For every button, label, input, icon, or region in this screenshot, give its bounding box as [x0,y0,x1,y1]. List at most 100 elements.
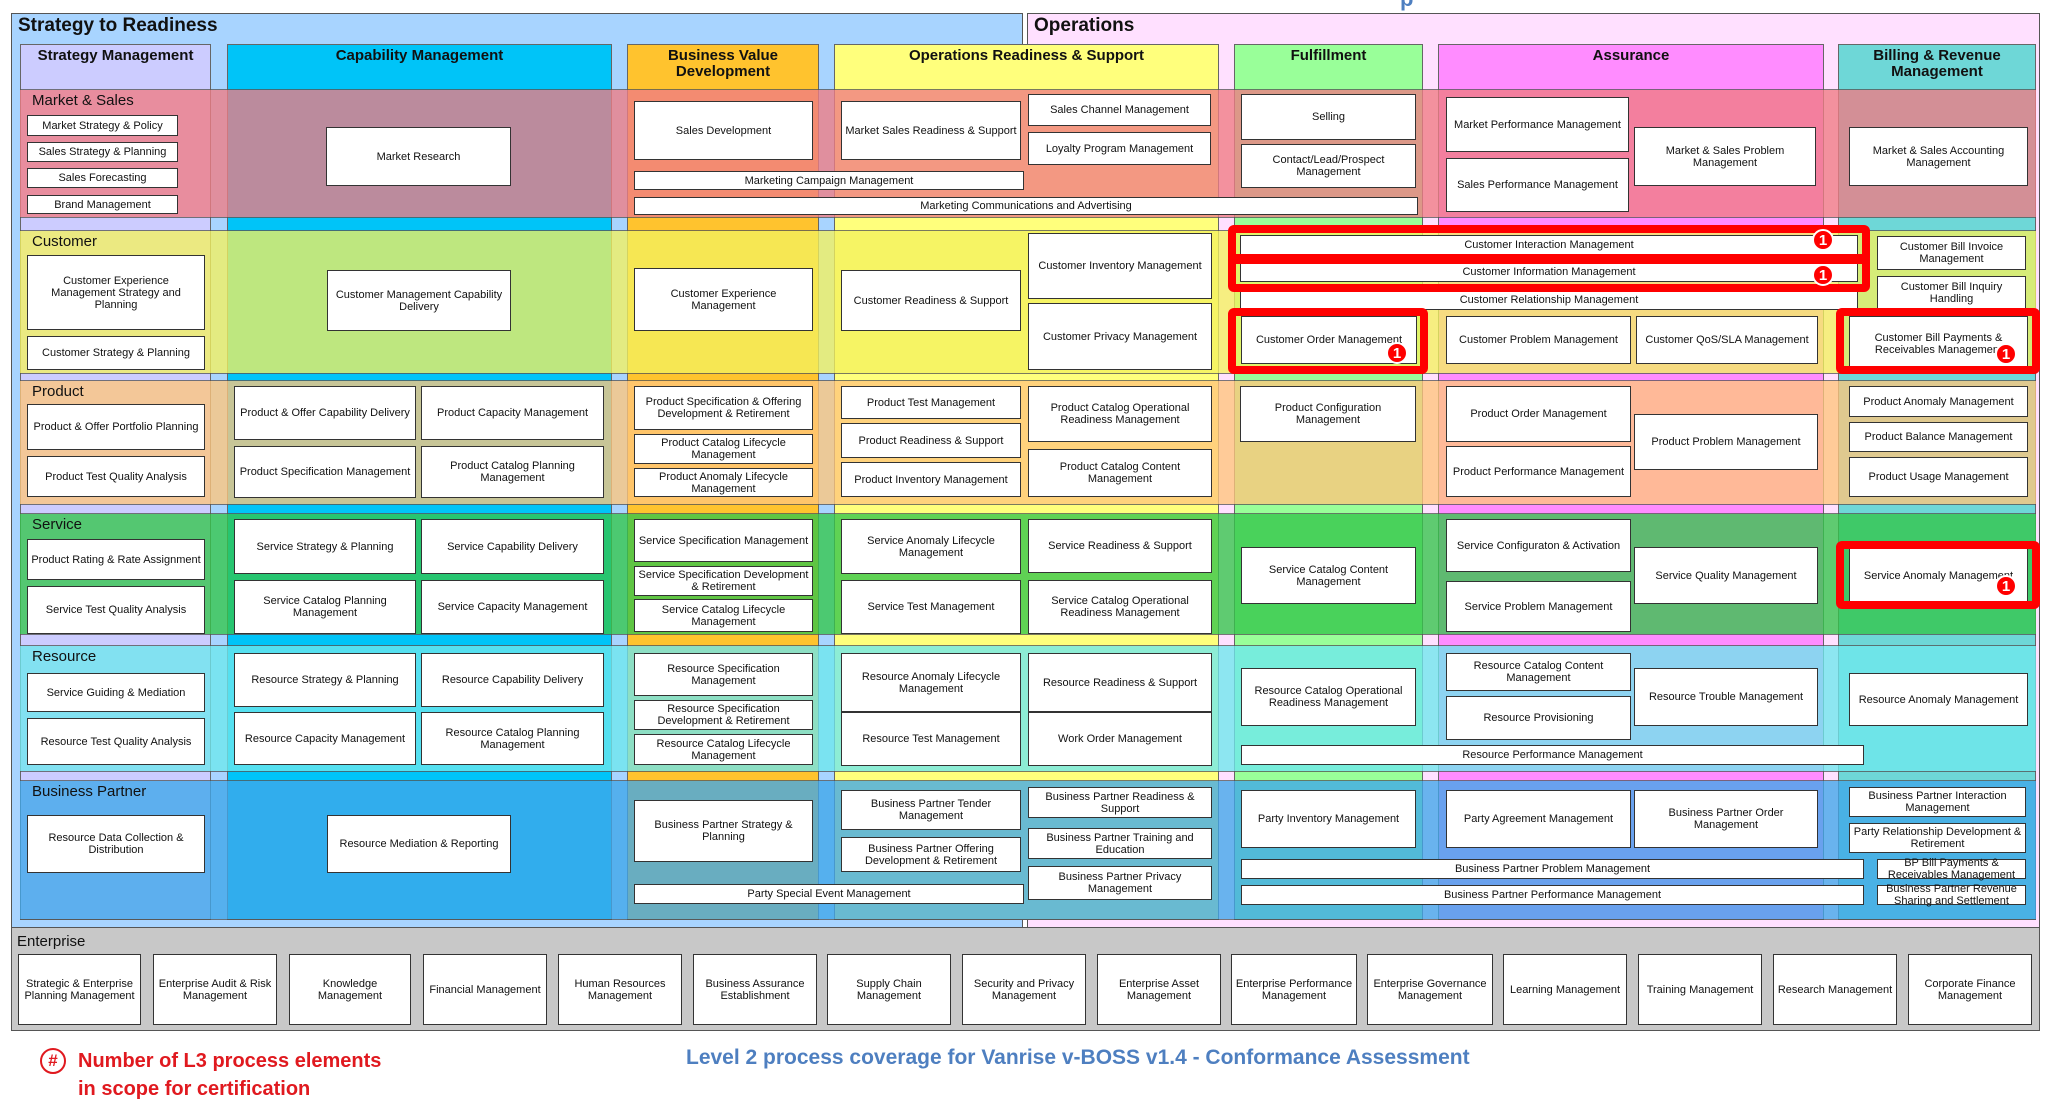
process-box-product-configuration-management[interactable]: Product Configuration Management [1240,386,1416,442]
process-box-business-partner-interaction-management[interactable]: Business Partner Interaction Management [1849,787,2026,817]
process-box-business-partner-training-and-education[interactable]: Business Partner Training and Education [1028,828,1212,859]
process-box-service-capacity-management[interactable]: Service Capacity Management [421,580,604,634]
process-box-market-research[interactable]: Market Research [326,127,511,186]
enterprise-box-enterprise-performance-management[interactable]: Enterprise Performance Management [1231,954,1357,1025]
process-box-product-catalog-content-management[interactable]: Product Catalog Content Management [1028,449,1212,497]
process-box-selling[interactable]: Selling [1241,94,1416,140]
process-box-brand-management[interactable]: Brand Management [27,195,178,214]
process-box-customer-information-management[interactable]: Customer Information Management [1240,262,1858,282]
process-box-customer-bill-invoice-management[interactable]: Customer Bill Invoice Management [1877,236,2026,270]
enterprise-box-corporate-finance-management[interactable]: Corporate Finance Management [1908,954,2032,1025]
process-box-market-sales-readiness-and-support[interactable]: Market Sales Readiness & Support [841,101,1021,160]
process-box-sales-channel-management[interactable]: Sales Channel Management [1028,94,1211,126]
process-box-customer-interaction-management[interactable]: Customer Interaction Management [1240,235,1858,255]
process-box-resource-test-management[interactable]: Resource Test Management [841,712,1021,766]
process-box-business-partner-revenue-sharing-and-settlement[interactable]: Business Partner Revenue Sharing and Set… [1877,883,2026,907]
enterprise-box-training-management[interactable]: Training Management [1638,954,1762,1025]
process-box-market-and-sales-problem-management[interactable]: Market & Sales Problem Management [1634,127,1816,186]
process-box-resource-anomaly-management[interactable]: Resource Anomaly Management [1849,673,2028,726]
process-box-product-inventory-management[interactable]: Product Inventory Management [841,462,1021,497]
process-box-customer-strategy-and-planning[interactable]: Customer Strategy & Planning [27,336,205,370]
process-box-resource-catalog-operational-readiness-management[interactable]: Resource Catalog Operational Readiness M… [1241,668,1416,726]
process-box-business-partner-readiness-and-support[interactable]: Business Partner Readiness & Support [1028,787,1212,818]
process-box-sales-performance-management[interactable]: Sales Performance Management [1446,158,1629,212]
process-box-resource-mediation-and-reporting[interactable]: Resource Mediation & Reporting [327,815,511,873]
process-box-product-anomaly-management[interactable]: Product Anomaly Management [1849,386,2028,417]
process-box-resource-provisioning[interactable]: Resource Provisioning [1446,696,1631,740]
process-box-business-partner-problem-management[interactable]: Business Partner Problem Management [1241,859,1864,879]
process-box-resource-specification-management[interactable]: Resource Specification Management [634,653,813,696]
enterprise-box-strategic-and-enterprise-planning-management[interactable]: Strategic & Enterprise Planning Manageme… [18,954,141,1025]
process-box-resource-catalog-lifecycle-management[interactable]: Resource Catalog Lifecycle Management [634,734,813,765]
enterprise-box-knowledge-management[interactable]: Knowledge Management [289,954,411,1025]
process-box-customer-readiness-and-support[interactable]: Customer Readiness & Support [841,270,1021,331]
process-box-customer-relationship-management[interactable]: Customer Relationship Management [1240,290,1858,310]
process-box-resource-strategy-and-planning[interactable]: Resource Strategy & Planning [234,653,416,707]
process-box-resource-specification-development-and-retirement[interactable]: Resource Specification Development & Ret… [634,700,813,730]
process-box-service-specification-development-and-retirement[interactable]: Service Specification Development & Reti… [634,566,813,596]
process-box-customer-privacy-management[interactable]: Customer Privacy Management [1028,303,1212,370]
process-box-resource-trouble-management[interactable]: Resource Trouble Management [1634,668,1818,726]
process-box-product-capacity-management[interactable]: Product Capacity Management [421,386,604,440]
process-box-resource-readiness-and-support[interactable]: Resource Readiness & Support [1028,653,1212,712]
process-box-product-test-management[interactable]: Product Test Management [841,386,1021,419]
process-box-product-balance-management[interactable]: Product Balance Management [1849,422,2028,452]
process-box-service-catalog-operational-readiness-management[interactable]: Service Catalog Operational Readiness Ma… [1028,580,1212,634]
process-box-marketing-campaign-management[interactable]: Marketing Campaign Management [634,171,1024,190]
process-box-market-performance-management[interactable]: Market Performance Management [1446,97,1629,152]
process-box-customer-experience-management-strategy-and-planning[interactable]: Customer Experience Management Strategy … [27,255,205,330]
process-box-service-specification-management[interactable]: Service Specification Management [634,519,813,562]
process-box-resource-capacity-management[interactable]: Resource Capacity Management [234,712,416,765]
process-box-product-and-offer-portfolio-planning[interactable]: Product & Offer Portfolio Planning [27,404,205,450]
process-box-service-catalog-lifecycle-management[interactable]: Service Catalog Lifecycle Management [634,599,813,632]
process-box-service-problem-management[interactable]: Service Problem Management [1446,581,1631,632]
process-box-product-problem-management[interactable]: Product Problem Management [1634,414,1818,470]
enterprise-box-supply-chain-management[interactable]: Supply Chain Management [827,954,951,1025]
process-box-product-and-offer-capability-delivery[interactable]: Product & Offer Capability Delivery [234,386,416,440]
process-box-customer-problem-management[interactable]: Customer Problem Management [1446,316,1631,364]
process-box-sales-strategy-and-planning[interactable]: Sales Strategy & Planning [27,142,178,162]
process-box-business-partner-privacy-management[interactable]: Business Partner Privacy Management [1028,866,1212,900]
enterprise-box-business-assurance-establishment[interactable]: Business Assurance Establishment [693,954,817,1025]
process-box-resource-test-quality-analysis[interactable]: Resource Test Quality Analysis [27,718,205,765]
process-box-service-test-quality-analysis[interactable]: Service Test Quality Analysis [27,586,205,634]
enterprise-box-human-resources-management[interactable]: Human Resources Management [558,954,682,1025]
process-box-loyalty-program-management[interactable]: Loyalty Program Management [1028,132,1211,165]
process-box-product-test-quality-analysis[interactable]: Product Test Quality Analysis [27,456,205,497]
process-box-product-performance-management[interactable]: Product Performance Management [1446,446,1631,497]
enterprise-box-enterprise-asset-management[interactable]: Enterprise Asset Management [1097,954,1221,1025]
process-box-product-anomaly-lifecycle-management[interactable]: Product Anomaly Lifecycle Management [634,468,813,497]
process-box-service-catalog-planning-management[interactable]: Service Catalog Planning Management [234,580,416,634]
process-box-contact-lead-prospect-management[interactable]: Contact/Lead/Prospect Management [1241,144,1416,188]
process-box-business-partner-performance-management[interactable]: Business Partner Performance Management [1241,885,1864,905]
process-box-market-and-sales-accounting-management[interactable]: Market & Sales Accounting Management [1849,127,2028,186]
process-box-work-order-management[interactable]: Work Order Management [1028,712,1212,766]
process-box-market-strategy-and-policy[interactable]: Market Strategy & Policy [27,115,178,136]
process-box-service-catalog-content-management[interactable]: Service Catalog Content Management [1241,547,1416,604]
process-box-product-order-management[interactable]: Product Order Management [1446,386,1631,442]
process-box-product-readiness-and-support[interactable]: Product Readiness & Support [841,423,1021,458]
process-box-service-capability-delivery[interactable]: Service Capability Delivery [421,519,604,574]
process-box-service-guiding-and-mediation[interactable]: Service Guiding & Mediation [27,673,205,712]
process-box-resource-catalog-content-management[interactable]: Resource Catalog Content Management [1446,653,1631,691]
process-box-sales-forecasting[interactable]: Sales Forecasting [27,168,178,188]
process-box-customer-experience-management[interactable]: Customer Experience Management [634,268,813,331]
process-box-product-catalog-operational-readiness-management[interactable]: Product Catalog Operational Readiness Ma… [1028,386,1212,442]
process-box-resource-performance-management[interactable]: Resource Performance Management [1241,745,1864,765]
process-box-service-test-management[interactable]: Service Test Management [841,580,1021,634]
process-box-business-partner-tender-management[interactable]: Business Partner Tender Management [841,790,1021,830]
process-box-product-usage-management[interactable]: Product Usage Management [1849,457,2028,497]
process-box-resource-data-collection-and-distribution[interactable]: Resource Data Collection & Distribution [27,815,205,873]
process-box-business-partner-offering-development-and-retirement[interactable]: Business Partner Offering Development & … [841,837,1021,872]
process-box-party-special-event-management[interactable]: Party Special Event Management [634,884,1024,904]
process-box-resource-anomaly-lifecycle-management[interactable]: Resource Anomaly Lifecycle Management [841,653,1021,712]
process-box-party-relationship-development-and-retirement[interactable]: Party Relationship Development & Retirem… [1849,823,2026,853]
process-box-party-agreement-management[interactable]: Party Agreement Management [1446,790,1631,848]
process-box-product-catalog-planning-management[interactable]: Product Catalog Planning Management [421,446,604,498]
process-box-product-catalog-lifecycle-management[interactable]: Product Catalog Lifecycle Management [634,434,813,464]
process-box-marketing-communications-and-advertising[interactable]: Marketing Communications and Advertising [634,197,1418,215]
process-box-customer-inventory-management[interactable]: Customer Inventory Management [1028,233,1212,299]
enterprise-box-financial-management[interactable]: Financial Management [423,954,547,1025]
process-box-product-specification-and-offering-development-and-retirement[interactable]: Product Specification & Offering Develop… [634,386,813,430]
process-box-sales-development[interactable]: Sales Development [634,101,813,160]
